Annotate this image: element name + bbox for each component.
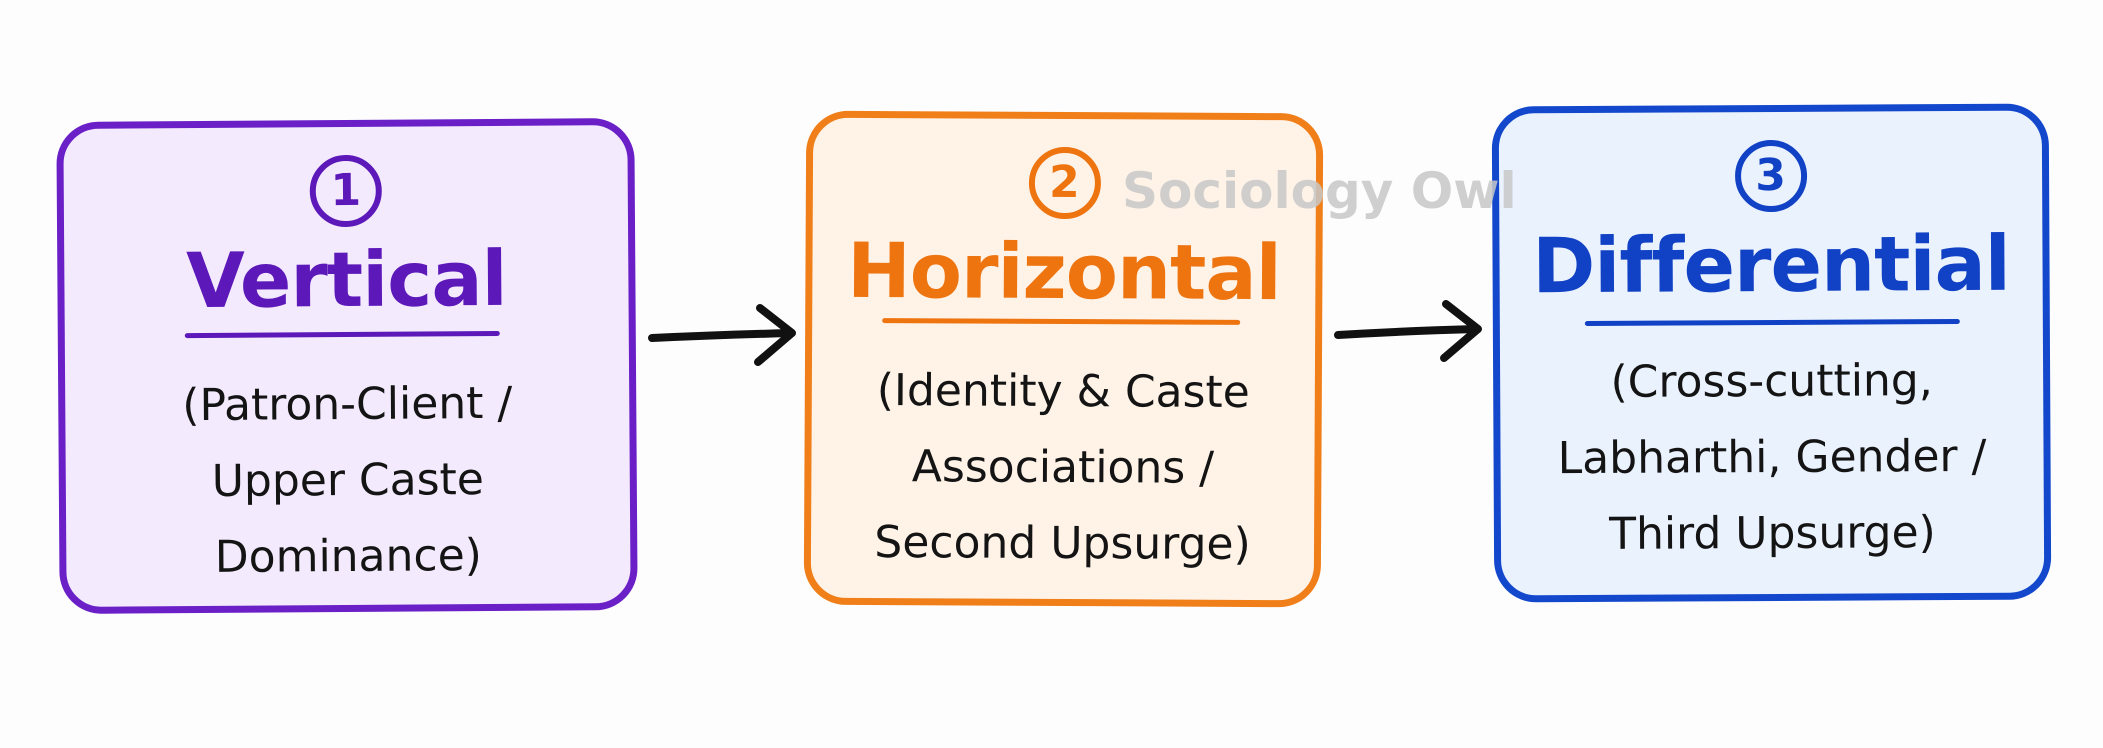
stage-description: (Patron-Client / Upper Caste Dominance) xyxy=(75,365,621,597)
arrow-right-icon xyxy=(1334,300,1482,362)
stage-title: Differential xyxy=(1531,218,2011,311)
stage-description: (Cross-cutting, Labharthi, Gender / Thir… xyxy=(1510,343,2034,574)
stage-title: Vertical xyxy=(185,233,507,326)
title-underline xyxy=(882,318,1241,325)
description-line: Labharthi, Gender / xyxy=(1557,430,1987,485)
description-line: (Cross-cutting, xyxy=(1610,355,1933,408)
description-line: (Patron-Client / xyxy=(182,377,513,432)
step-number-badge: 3 xyxy=(1734,139,1807,213)
description-line: Second Upsurge) xyxy=(874,517,1251,570)
description-line: Upper Caste Dominance) xyxy=(211,454,485,583)
stage-description: (Identity & Caste Associations / Second … xyxy=(821,353,1305,584)
stage-box-vertical: 1 Vertical (Patron-Client / Upper Caste … xyxy=(56,117,638,615)
title-underline xyxy=(184,330,500,339)
description-line: (Identity & Caste xyxy=(876,365,1250,418)
step-number-badge: 2 xyxy=(1028,146,1101,220)
stage-title: Horizontal xyxy=(846,225,1281,318)
stage-box-differential: 3 Differential (Cross-cutting, Labharthi… xyxy=(1491,103,2052,603)
step-number-badge: 1 xyxy=(309,154,383,228)
description-line: Associations / xyxy=(911,441,1215,494)
arrow-right-icon xyxy=(648,304,796,366)
watermark: Sociology Owl xyxy=(1122,162,1517,220)
title-underline xyxy=(1584,319,1960,326)
description-line: Third Upsurge) xyxy=(1608,507,1936,560)
